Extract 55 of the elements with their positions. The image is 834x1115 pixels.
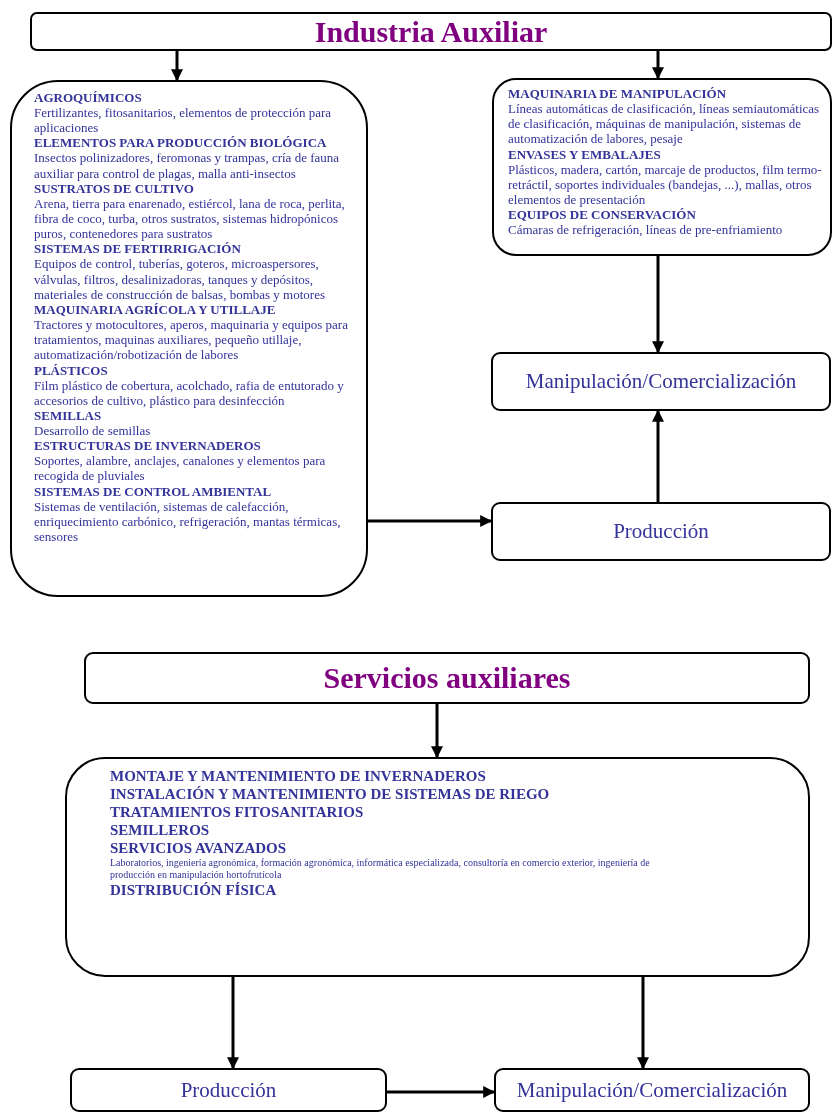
process-box	[70, 1068, 387, 1112]
title-box	[30, 12, 832, 51]
category-description: Cámaras de refrigeración, líneas de pre-enfriamiento	[508, 222, 784, 238]
category-description: Tractores y motocultores, aperos, maquinaria y equipos para tratamientos, maquinas auxiliares, pequeño utillaje, automatización/robotización de labores	[34, 317, 349, 363]
category-description: Film plástico de cobertura, acolchado, rafia de entutorado y accesorios de cultivo, plástico para desinfección	[34, 377, 345, 409]
arrow	[637, 977, 649, 1070]
category-heading: SERVICIOS AVANZADOS	[110, 839, 288, 857]
arrow	[652, 256, 664, 354]
category-description: Soportes, alambre, anclajes, canalones y elementos para recogida de pluviales	[34, 453, 327, 484]
category-description: Desarrollo de semillas	[34, 423, 152, 439]
category-description: Plásticos, madera, cartón, marcaje de productos, film termo-retráctil, soportes individuales (bandejas, ...), mallas, otros elementos de presentación	[508, 161, 823, 208]
arrow	[368, 515, 493, 527]
arrow	[652, 51, 664, 80]
process-label: Producción	[180, 1077, 277, 1103]
category-heading: ESTRUCTURAS DE INVERNADEROS	[34, 438, 262, 454]
process-label: Producción	[613, 519, 709, 544]
category-heading: EQUIPOS DE CONSERVACIÓN	[508, 207, 697, 223]
section-title: Servicios auxiliares	[323, 661, 571, 695]
category-description: Fertilizantes, fitosanitarios, elementos de protección para aplicaciones	[34, 105, 333, 136]
category-heading: MAQUINARIA AGRÍCOLA Y UTILLAJE	[34, 302, 277, 318]
category-heading: SISTEMAS DE FERTIRRIGACIÓN	[34, 241, 242, 257]
category-description: Arena, tierra para enarenado, estiércol, lana de roca, perlita, fibra de coco, turba, otros sustratos, sistemas hidropónicos puros, contenedores para sustratos	[34, 195, 346, 242]
category-heading: INSTALACIÓN Y MANTENIMIENTO DE SISTEMAS DE RIEGO	[110, 785, 551, 803]
category-description: Equipos de control, tuberías, goteros, microaspersores, válvulas, filtros, desalinizadoras, tanques y depósitos, materiales de construcción de balsas, bombas y motores	[34, 256, 326, 303]
arrow	[227, 977, 239, 1070]
arrow	[171, 51, 183, 82]
category-heading: TRATAMIENTOS FITOSANITARIOS	[110, 803, 365, 821]
category-heading: PLÁSTICOS	[34, 362, 109, 378]
category-box	[10, 80, 368, 597]
category-description: Sistemas de ventilación, sistemas de calefacción, enriquecimiento carbónico, refrigeración, mantas térmicas, sensores	[34, 498, 342, 545]
arrow	[652, 409, 664, 502]
category-heading: SEMILLAS	[34, 408, 103, 424]
process-box	[491, 502, 831, 561]
process-label: Manipulación/Comercialización	[516, 1077, 788, 1103]
category-box	[65, 757, 810, 977]
category-heading: SUSTRATOS DE CULTIVO	[34, 180, 195, 196]
category-heading: MAQUINARIA DE MANIPULACIÓN	[508, 86, 728, 101]
category-box	[492, 78, 832, 256]
arrow	[387, 1086, 496, 1098]
category-heading: MONTAJE Y MANTENIMIENTO DE INVERNADEROS	[110, 767, 487, 785]
category-heading: ENVASES Y EMBALAJES	[508, 146, 662, 162]
arrow	[431, 704, 443, 759]
section-title: Industria Auxiliar	[314, 14, 548, 49]
category-heading: SISTEMAS DE CONTROL AMBIENTAL	[34, 483, 273, 499]
category-heading: SEMILLEROS	[110, 821, 211, 839]
category-description: Laboratorios, ingeniería agronómica, formación agronómica, informática especializada, consultoría en comercio exterior, ingeniería de producción en manipulación hortofrutícola	[110, 857, 651, 881]
category-heading: DISTRIBUCIÓN FÍSICA	[110, 881, 278, 899]
category-description: Insectos polinizadores, feromonas y trampas, cría de fauna auxiliar para control de plagas, malla anti-insectos	[34, 150, 341, 181]
category-heading: AGROQUÍMICOS	[34, 90, 143, 105]
category-description: Líneas automáticas de clasificación, líneas semiautomáticas de clasificación, máquinas de manipulación, sistemas de automatización de labores, pesaje	[508, 101, 821, 147]
process-box	[494, 1068, 810, 1112]
process-label: Manipulación/Comercialización	[525, 369, 797, 394]
process-box	[491, 352, 831, 411]
category-heading: ELEMENTOS PARA PRODUCCIÓN BIOLÓGICA	[34, 135, 328, 151]
title-box	[84, 652, 810, 704]
